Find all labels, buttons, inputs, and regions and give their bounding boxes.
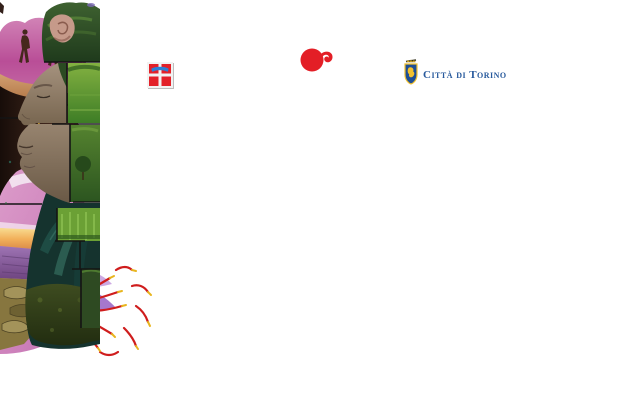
regione-piemonte-logo[interactable] xyxy=(147,62,173,88)
eyebrow xyxy=(33,83,53,89)
lips xyxy=(18,145,34,149)
lower-face-slice xyxy=(17,124,100,203)
right-man-collage-image xyxy=(5,2,100,349)
grass-field-panel xyxy=(68,63,100,123)
forest-panel xyxy=(81,269,100,328)
tree xyxy=(75,156,91,172)
torino-shield-icon xyxy=(404,59,418,85)
slow-food-snail-logo[interactable] xyxy=(299,46,335,74)
torino-logo-label: Città di Torino xyxy=(423,69,507,81)
red-snail-icon xyxy=(300,48,333,72)
piemonte-cross-icon xyxy=(147,62,173,88)
man-mouth-chin xyxy=(17,124,70,203)
collage-frame-lines xyxy=(44,61,100,328)
man-forehead-nose xyxy=(17,63,68,127)
collage-fragment xyxy=(0,2,4,14)
green-hills-hat xyxy=(41,2,100,62)
upper-face-slice xyxy=(17,63,100,127)
closed-eye xyxy=(36,95,51,99)
ear-shape xyxy=(49,14,75,43)
citta-di-torino-logo[interactable]: Città di Torino xyxy=(403,58,507,85)
